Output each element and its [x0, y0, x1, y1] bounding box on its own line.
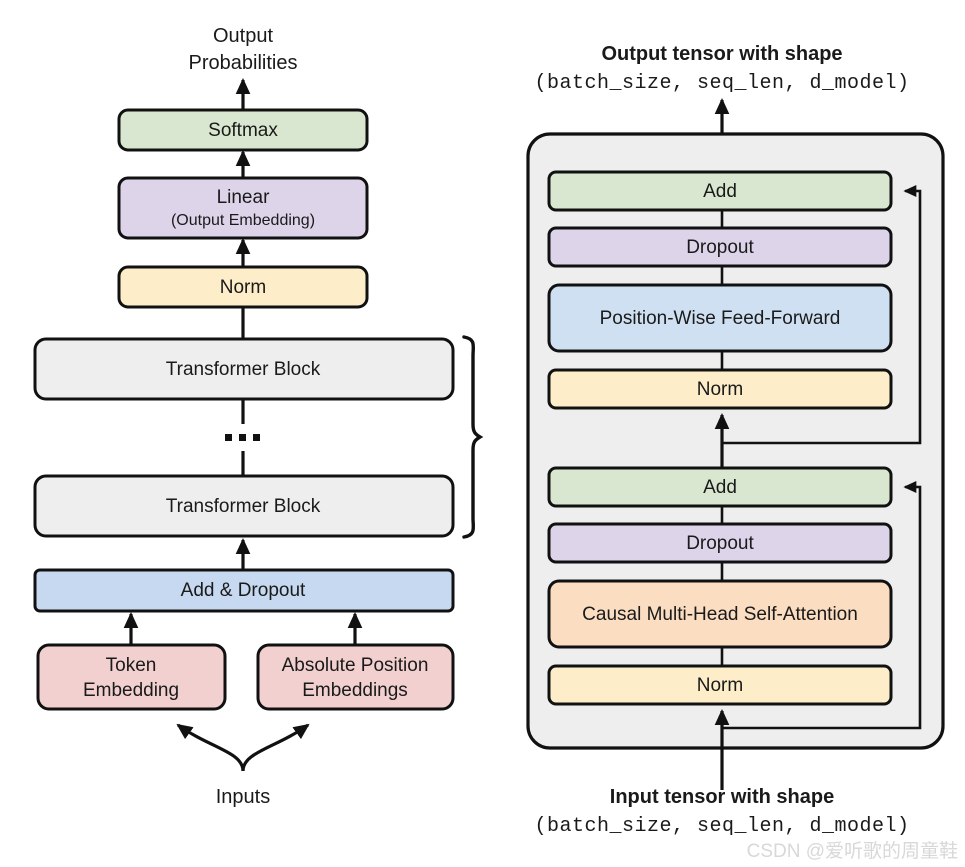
node-add-2[interactable]: Add	[547, 170, 893, 212]
node-transformer-block-top[interactable]: Transformer Block	[33, 337, 455, 401]
node-norm-2-label: Norm	[697, 379, 743, 400]
node-position-embeddings-sublabel: Embeddings	[302, 680, 408, 701]
output-tensor-shape: (batch_size, seq_len, d_model)	[534, 72, 909, 95]
node-dropout-1-rect[interactable]	[547, 522, 893, 564]
node-feed-forward-label: Position-Wise Feed-Forward	[600, 308, 841, 329]
node-norm-final-label: Norm	[220, 277, 266, 298]
node-softmax[interactable]: Softmax	[117, 108, 369, 152]
node-feed-forward-rect[interactable]	[547, 283, 893, 353]
node-position-embeddings-rect[interactable]	[256, 643, 455, 711]
output-probabilities-line2: Probabilities	[189, 52, 298, 74]
transformer-block-container	[526, 132, 945, 750]
node-norm-1-rect[interactable]	[547, 664, 893, 706]
node-softmax-rect[interactable]	[117, 108, 369, 152]
node-add-1[interactable]: Add	[547, 466, 893, 508]
node-norm-2[interactable]: Norm	[547, 368, 893, 410]
node-norm-1-label: Norm	[697, 675, 743, 696]
node-softmax-label: Softmax	[208, 120, 278, 141]
output-probabilities-line1: Output	[213, 25, 273, 47]
node-position-embeddings-label: Absolute Position	[282, 655, 429, 676]
node-feed-forward[interactable]: Position-Wise Feed-Forward	[547, 283, 893, 353]
node-dropout-2-rect[interactable]	[547, 226, 893, 268]
node-dropout-2-label: Dropout	[686, 237, 754, 258]
node-add-2-label: Add	[703, 181, 737, 202]
input-tensor-shape: (batch_size, seq_len, d_model)	[534, 815, 909, 838]
node-norm-final[interactable]: Norm	[117, 265, 369, 309]
node-transformer-block-bottom[interactable]: Transformer Block	[33, 474, 455, 538]
node-linear-rect[interactable]	[117, 176, 369, 240]
residual-connection-self-attention	[722, 481, 922, 730]
edge-inputs-to-token-embedding	[176, 723, 245, 772]
node-add-dropout[interactable]: Add & Dropout	[33, 568, 455, 613]
node-add-2-rect[interactable]	[547, 170, 893, 212]
edge-inputs-to-position-embeddings	[241, 723, 310, 772]
node-transformer-block-top-label: Transformer Block	[166, 359, 321, 380]
repeat-blocks-brace	[462, 335, 484, 539]
node-self-attention-label: Causal Multi-Head Self-Attention	[582, 604, 858, 625]
node-self-attention-rect[interactable]	[547, 579, 893, 649]
node-self-attention[interactable]: Causal Multi-Head Self-Attention	[547, 579, 893, 649]
node-dropout-1[interactable]: Dropout	[547, 522, 893, 564]
node-token-embedding-label: Token	[106, 655, 157, 676]
node-linear-label: Linear	[217, 187, 270, 208]
node-linear[interactable]: Linear (Output Embedding)	[117, 176, 369, 240]
residual-connection-feed-forward	[722, 185, 922, 445]
output-tensor-caption-line1: Output tensor with shape	[601, 43, 842, 65]
right-panel: Output tensor with shape (batch_size, se…	[526, 43, 945, 838]
node-add-1-rect[interactable]	[547, 466, 893, 508]
node-token-embedding-sublabel: Embedding	[83, 680, 179, 701]
node-token-embedding[interactable]: Token Embedding	[36, 643, 227, 711]
node-add-1-label: Add	[703, 477, 737, 498]
input-tensor-caption-line1: Input tensor with shape	[610, 786, 834, 808]
node-transformer-block-bottom-rect[interactable]	[33, 474, 455, 538]
inputs-caption: Inputs	[216, 786, 270, 808]
csdn-watermark: CSDN @爱听歌的周童鞋	[747, 840, 958, 862]
node-add-dropout-rect[interactable]	[33, 568, 455, 613]
node-norm-2-rect[interactable]	[547, 368, 893, 410]
node-norm-1[interactable]: Norm	[547, 664, 893, 706]
node-token-embedding-rect[interactable]	[36, 643, 227, 711]
left-panel: Output Probabilities Softmax Linear (Out…	[33, 25, 484, 808]
node-dropout-1-label: Dropout	[686, 533, 754, 554]
ellipsis-stack	[225, 434, 260, 441]
node-position-embeddings[interactable]: Absolute Position Embeddings	[256, 643, 455, 711]
node-linear-sublabel: (Output Embedding)	[171, 212, 315, 229]
node-transformer-block-bottom-label: Transformer Block	[166, 496, 321, 517]
node-dropout-2[interactable]: Dropout	[547, 226, 893, 268]
node-add-dropout-label: Add & Dropout	[181, 580, 306, 601]
